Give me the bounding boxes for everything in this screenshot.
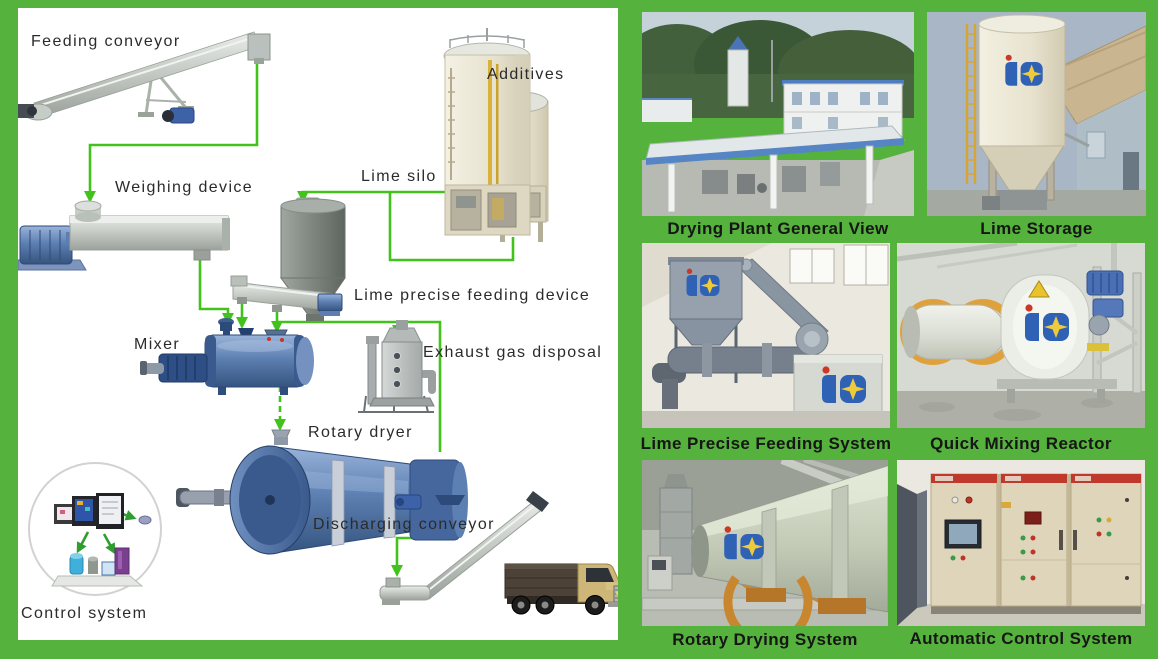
label-mixer: Mixer	[134, 336, 181, 353]
caption-drying-plant-general-view: Drying Plant General View	[667, 219, 889, 238]
mixer-graphic	[140, 318, 314, 395]
caption-lime-precise-feeding-system: Lime Precise Feeding System	[640, 434, 892, 453]
label-weighing-device: Weighing device	[115, 179, 254, 196]
lime-precise-feeding-device-graphic	[230, 275, 343, 316]
connector-additives-line	[388, 192, 515, 262]
label-exhaust-gas-disposal: Exhaust gas disposal	[423, 344, 603, 361]
process-flow-panel: Feeding conveyor Weighing device Additiv…	[18, 8, 618, 640]
lime-silo-graphic	[280, 197, 346, 321]
truck-graphic	[504, 563, 618, 615]
caption-lime-storage: Lime Storage	[980, 219, 1093, 238]
control-system-graphic	[28, 462, 162, 596]
label-lime-silo: Lime silo	[361, 168, 437, 185]
connector-exhaust-main	[277, 320, 442, 452]
feeding-conveyor-graphic	[18, 31, 271, 124]
label-control-system: Control system	[21, 605, 148, 622]
caption-automatic-control-system: Automatic Control System	[909, 629, 1133, 648]
process-flow-diagram	[18, 28, 618, 615]
weighing-device-graphic	[18, 200, 230, 271]
rotary-dryer-graphic	[176, 429, 468, 555]
label-rotary-dryer: Rotary dryer	[308, 424, 413, 441]
photo-drying-plant-general-view	[642, 12, 914, 216]
exhaust-gas-disposal-graphic	[358, 320, 436, 413]
photo-lime-precise-feeding-system	[642, 243, 890, 428]
label-feeding-conveyor: Feeding conveyor	[31, 33, 181, 50]
photo-quick-mixing-reactor	[897, 243, 1145, 428]
discharging-conveyor-graphic	[379, 491, 549, 605]
connector-feeding-to-weighing	[84, 54, 259, 203]
connector-weighing-to-mixer	[198, 260, 234, 325]
caption-quick-mixing-reactor: Quick Mixing Reactor	[930, 434, 1112, 453]
photo-rotary-drying-system	[642, 460, 888, 626]
photo-automatic-control-system	[897, 460, 1145, 626]
additives-silos-graphic	[443, 28, 549, 242]
label-lime-precise-feeding-device: Lime precise feeding device	[354, 287, 591, 304]
label-discharging-conveyor: Discharging conveyor	[313, 516, 495, 533]
photo-lime-storage	[927, 12, 1146, 216]
caption-rotary-drying-system: Rotary Drying System	[672, 630, 858, 649]
label-additives: Additives	[487, 66, 565, 83]
